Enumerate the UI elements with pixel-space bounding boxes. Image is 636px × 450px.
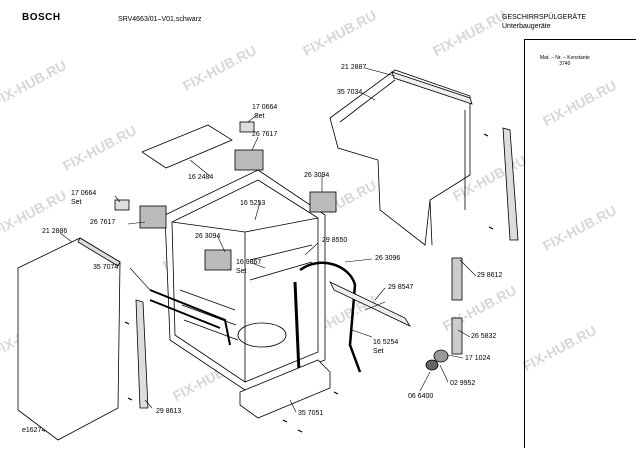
part-label-357034: 35 7034 xyxy=(337,89,363,96)
info-divider-vertical xyxy=(524,39,525,448)
spray-arm xyxy=(329,281,412,327)
set-label-top: Set xyxy=(254,113,265,120)
set-label-bottom: Set xyxy=(373,348,384,355)
top-cover-plate xyxy=(141,124,233,169)
seal-strip-left xyxy=(135,299,149,409)
material-info-label: Mat. – Nr. – Konstante xyxy=(540,55,590,61)
part-label-298612: 29 8612 xyxy=(477,272,503,279)
document-id: e162747-6/3 xyxy=(22,427,62,434)
material-info: Mat. – Nr. – Konstante 3740 xyxy=(540,55,590,67)
part-label-066400: 06 6400 xyxy=(408,393,434,400)
brand-logo: BOSCH xyxy=(22,12,61,23)
part-label-267617-top: 26 7617 xyxy=(252,131,278,138)
part-label-357074: 35 7074 xyxy=(93,264,119,271)
part-label-263094-right: 26 3094 xyxy=(304,172,330,179)
part-label-298613: 29 8613 xyxy=(156,408,182,415)
category-subtitle: Unterbaugeräte xyxy=(502,23,551,30)
part-label-171024: 17 1024 xyxy=(465,355,491,362)
part-label-357051: 35 7051 xyxy=(298,410,324,417)
set-label-left: Set xyxy=(71,199,82,206)
inlet-fittings xyxy=(425,257,463,371)
base-plinth xyxy=(239,359,331,419)
model-number: SRV4663/01–V01,schwarz xyxy=(118,16,202,23)
clip-parts xyxy=(114,121,337,271)
part-label-165253: 16 5253 xyxy=(240,200,266,207)
leader-lines xyxy=(59,67,477,413)
info-divider-horizontal xyxy=(524,39,636,40)
part-label-165254: 16 5254 xyxy=(373,339,399,346)
part-label-162484: 16 2484 xyxy=(188,174,214,181)
part-label-170664-left: 17 0664 xyxy=(71,190,97,197)
part-label-298547: 29 8547 xyxy=(388,284,414,291)
part-label-263096: 26 3096 xyxy=(375,255,401,262)
set-label-mid: Set xyxy=(236,268,247,275)
side-wall-panel xyxy=(329,69,473,246)
part-label-212886: 21 2886 xyxy=(42,228,68,235)
part-label-267617-left: 26 7617 xyxy=(90,219,116,226)
part-label-263094-mid: 26 3094 xyxy=(195,233,221,240)
seal-strip-right xyxy=(502,127,519,241)
side-panel-left xyxy=(17,237,121,441)
category-title: GESCHIRRSPÜLGERÄTE xyxy=(502,14,587,21)
part-label-298550: 29 8550 xyxy=(322,237,348,244)
part-label-170664-top: 17 0664 xyxy=(252,104,278,111)
part-label-169867: 16 9867 xyxy=(236,259,262,266)
part-label-265832: 26 5832 xyxy=(471,333,497,340)
material-info-value: 3740 xyxy=(559,61,571,67)
part-label-029952: 02 9952 xyxy=(450,380,476,387)
part-label-212887: 21 2887 xyxy=(341,64,367,71)
screws xyxy=(124,133,494,433)
